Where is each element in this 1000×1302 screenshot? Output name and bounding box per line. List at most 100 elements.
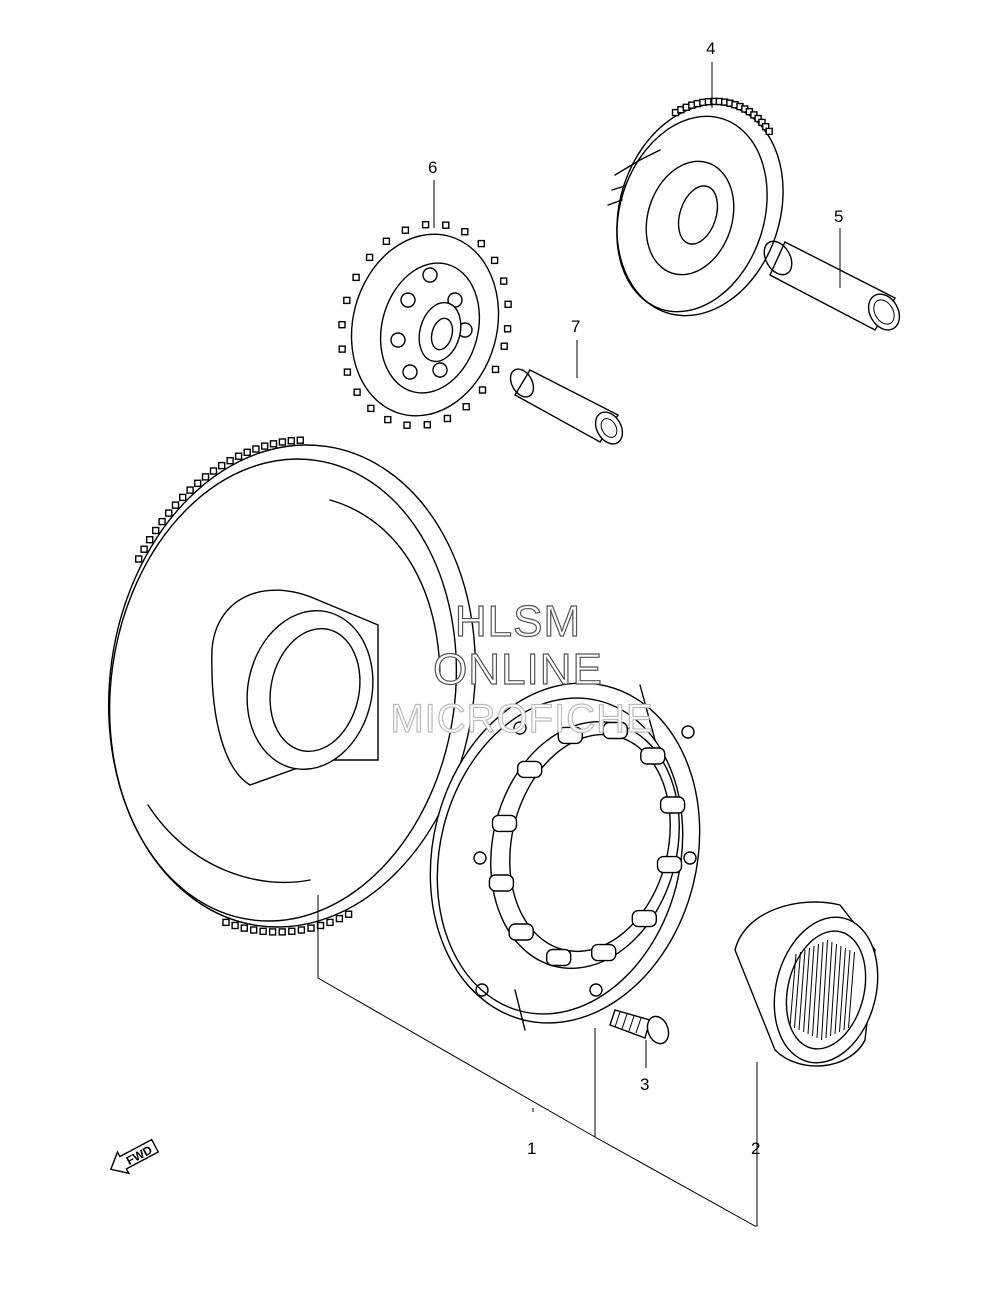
callout-7: 7 — [571, 317, 580, 336]
gear-tooth — [477, 239, 485, 248]
gear-tooth — [490, 256, 499, 265]
callout-4: 4 — [706, 39, 715, 58]
callout-3: 3 — [640, 1075, 649, 1094]
bearing-needle — [803, 947, 810, 1033]
bearing-needle — [812, 943, 819, 1037]
bearing-needle — [807, 945, 815, 1035]
bearing-needle — [821, 939, 828, 1041]
fwd-arrow-icon: FWD — [109, 1138, 160, 1175]
gear-tooth — [249, 926, 258, 934]
part-6-gear[interactable] — [332, 217, 519, 432]
gear-tooth — [193, 479, 202, 487]
bearing-needle — [816, 941, 824, 1039]
bearing-needle — [794, 951, 801, 1029]
gear-tooth — [201, 473, 210, 481]
watermark-line1: HLSM — [455, 597, 581, 646]
gear-tooth — [384, 415, 392, 424]
gear-tooth — [343, 296, 351, 305]
clutch-roller — [659, 796, 686, 814]
gear-tooth — [504, 300, 512, 308]
gear-tooth — [365, 253, 374, 262]
bearing-needle — [839, 947, 846, 1033]
gear-tooth — [222, 918, 230, 927]
leader-lines — [317, 62, 841, 1227]
watermark-line3: MICROFICHE — [390, 697, 653, 741]
gear-tooth — [326, 918, 334, 927]
gear-tooth — [209, 467, 218, 475]
part-1-starter-clutch-gear[interactable] — [78, 421, 735, 1052]
gear-tooth — [278, 438, 287, 446]
gear-tooth — [335, 914, 344, 923]
gear-tooth — [338, 345, 346, 353]
clutch-roller — [591, 943, 617, 962]
gear-tooth — [231, 921, 239, 930]
gear-tooth — [145, 536, 154, 544]
gear-tooth — [758, 118, 766, 127]
clutch-roller — [640, 747, 666, 765]
bearing-needle — [834, 945, 842, 1035]
callout-2: 2 — [751, 1139, 760, 1158]
gear-tooth — [442, 221, 450, 229]
gear-tooth — [353, 388, 361, 396]
gear-tooth — [243, 448, 251, 456]
clutch-roller — [488, 874, 515, 892]
gear-tooth — [151, 526, 160, 535]
bearing-needle — [798, 949, 806, 1031]
part-5-shaft[interactable] — [759, 236, 906, 335]
part-1-clutch-rollers — [488, 721, 686, 967]
callout-1: 1 — [527, 1139, 536, 1158]
gear-tooth — [178, 493, 187, 502]
gear-tooth — [401, 226, 410, 234]
callout-5: 5 — [834, 207, 843, 226]
gear-tooth — [140, 545, 148, 553]
gear-tooth — [297, 926, 306, 934]
clutch-roller — [546, 948, 572, 967]
gear-tooth — [765, 127, 773, 136]
part-1-teeth — [134, 436, 353, 936]
bearing-needle — [830, 943, 837, 1037]
gear-tooth — [252, 445, 260, 453]
clutch-roller — [602, 721, 628, 740]
clutch-roller — [491, 814, 518, 833]
bearing-needle — [848, 951, 855, 1029]
gear-tooth — [296, 436, 304, 444]
bearing-needle — [789, 953, 797, 1027]
bearing-needle — [825, 941, 833, 1039]
part-6-teeth — [338, 220, 512, 429]
gear-tooth — [403, 421, 411, 429]
gear-tooth — [478, 386, 487, 394]
watermark: HLSM ONLINE MICROFICHE — [390, 596, 654, 741]
part-4-idle-gear[interactable] — [591, 83, 810, 338]
gear-tooth — [261, 442, 269, 450]
gear-tooth — [171, 501, 180, 509]
gear-tooth — [158, 517, 166, 526]
gear-tooth — [443, 414, 452, 423]
gear-tooth — [503, 325, 512, 333]
clutch-roller — [508, 923, 534, 941]
bearing-needle — [843, 949, 851, 1031]
gear-tooth — [240, 924, 249, 932]
part-3-bolt[interactable] — [609, 1009, 672, 1047]
gear-tooth — [343, 368, 352, 376]
gear-tooth — [268, 928, 277, 936]
part-7-pin[interactable] — [506, 365, 628, 449]
watermark-line2: ONLINE — [433, 645, 603, 694]
gear-tooth — [164, 509, 173, 517]
part-2-bearing[interactable] — [734, 901, 892, 1074]
gear-tooth — [344, 910, 353, 918]
gear-tooth — [754, 114, 762, 123]
gear-tooth — [269, 440, 278, 448]
part-2-needles — [789, 939, 855, 1041]
gear-tooth — [307, 924, 315, 932]
gear-tooth — [500, 277, 508, 285]
gear-tooth — [134, 555, 143, 563]
clutch-roller — [517, 760, 543, 779]
gear-tooth — [382, 237, 391, 246]
gear-tooth — [217, 461, 226, 470]
part-4-teeth — [671, 97, 773, 136]
gear-tooth — [421, 220, 430, 229]
gear-tooth — [500, 342, 508, 350]
gear-tooth — [226, 457, 234, 465]
gear-tooth — [352, 273, 360, 282]
